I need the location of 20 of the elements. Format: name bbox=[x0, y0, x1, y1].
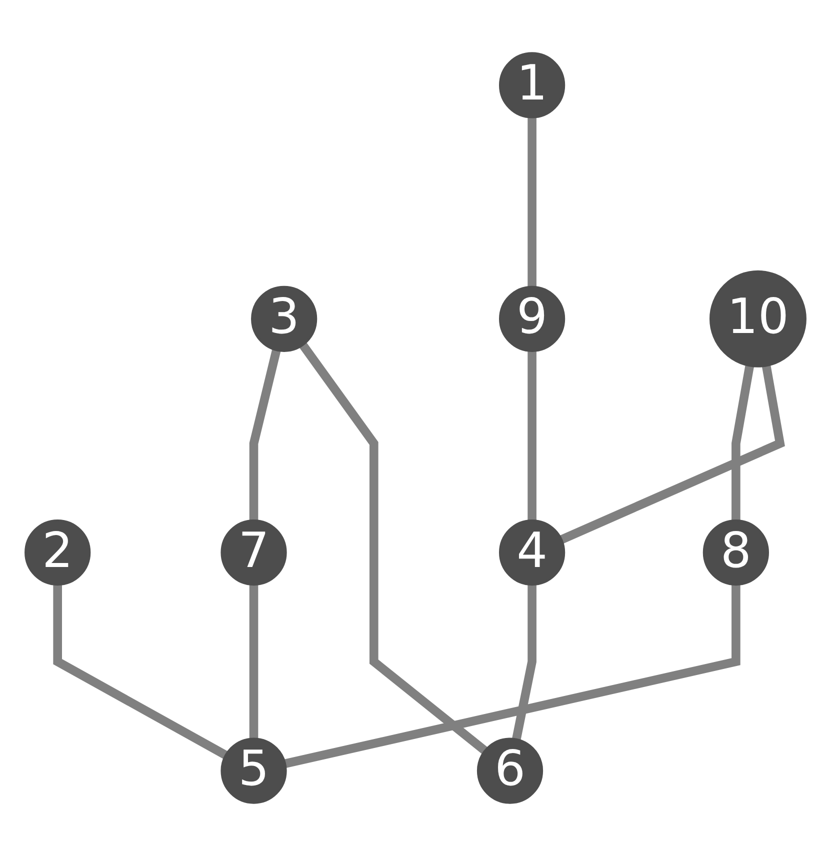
connector bbox=[284, 584, 740, 768]
node-circle: 8 bbox=[702, 519, 769, 586]
connector bbox=[53, 584, 228, 760]
connector bbox=[299, 342, 488, 754]
connector bbox=[732, 364, 754, 521]
connector bbox=[249, 348, 281, 521]
node-circle: 7 bbox=[220, 519, 287, 586]
node-circle: 9 bbox=[498, 286, 566, 352]
connector bbox=[560, 364, 785, 544]
connector bbox=[528, 350, 536, 521]
node-circle: 5 bbox=[220, 738, 287, 804]
node-circle: 2 bbox=[24, 519, 91, 586]
node-circle: 6 bbox=[476, 738, 544, 804]
connector bbox=[528, 117, 536, 287]
node-circle: 10 bbox=[709, 270, 806, 368]
connector bbox=[512, 584, 536, 740]
node-circle: 1 bbox=[498, 52, 566, 118]
node-circle: 4 bbox=[498, 519, 566, 586]
node-circle: 3 bbox=[251, 286, 318, 352]
connector bbox=[249, 584, 258, 739]
